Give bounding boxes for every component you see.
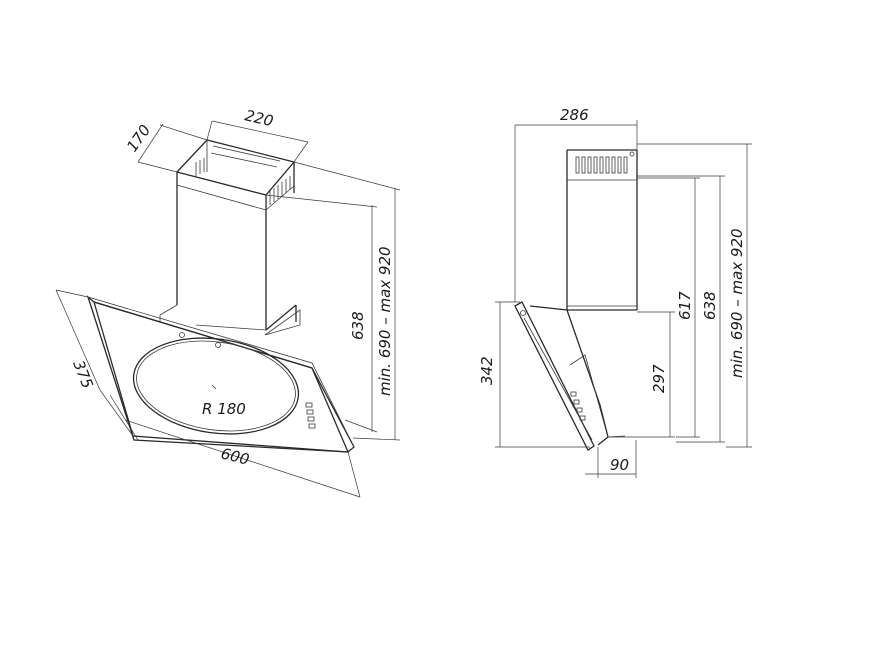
dim-width-top: 220 [206, 106, 309, 163]
dim-panel-depth: 375 [55, 289, 134, 437]
label-375: 375 [69, 358, 96, 391]
front-view: 220 170 638 min. 690 – max 920 375 [55, 106, 401, 498]
side-body [514, 301, 626, 451]
label-170: 170 [123, 121, 154, 155]
label-286: 286 [560, 106, 589, 124]
dim-panel-height: 342 [478, 301, 590, 448]
glass-panel [86, 295, 355, 453]
label-297: 297 [650, 364, 668, 393]
label-height-range-right: min. 690 – max 920 [728, 228, 746, 378]
label-radius: R 180 [202, 400, 246, 418]
dim-depth-top: 170 [123, 121, 208, 173]
dim-lower-height: 297 [608, 311, 675, 438]
label-90: 90 [610, 456, 629, 474]
side-view: 286 342 297 617 638 [478, 106, 752, 478]
dim-height: 638 min. 690 – max 920 [265, 161, 401, 441]
label-638-left: 638 [349, 311, 367, 340]
dim-top-width: 286 [514, 106, 638, 302]
label-height-range-left: min. 690 – max 920 [376, 246, 394, 396]
dim-bottom-offset: 90 [585, 440, 637, 478]
side-chimney [566, 149, 638, 311]
dim-height-right: 638 [637, 175, 725, 443]
label-600: 600 [219, 444, 251, 468]
label-638-right: 638 [701, 291, 719, 320]
label-617: 617 [676, 291, 694, 320]
dim-chimney-height: 617 [637, 177, 700, 438]
chimney-lower [159, 304, 301, 336]
label-342: 342 [478, 356, 496, 385]
label-220: 220 [243, 106, 275, 130]
chimney-top [175, 139, 296, 330]
dim-height-range-right: min. 690 – max 920 [637, 143, 752, 448]
